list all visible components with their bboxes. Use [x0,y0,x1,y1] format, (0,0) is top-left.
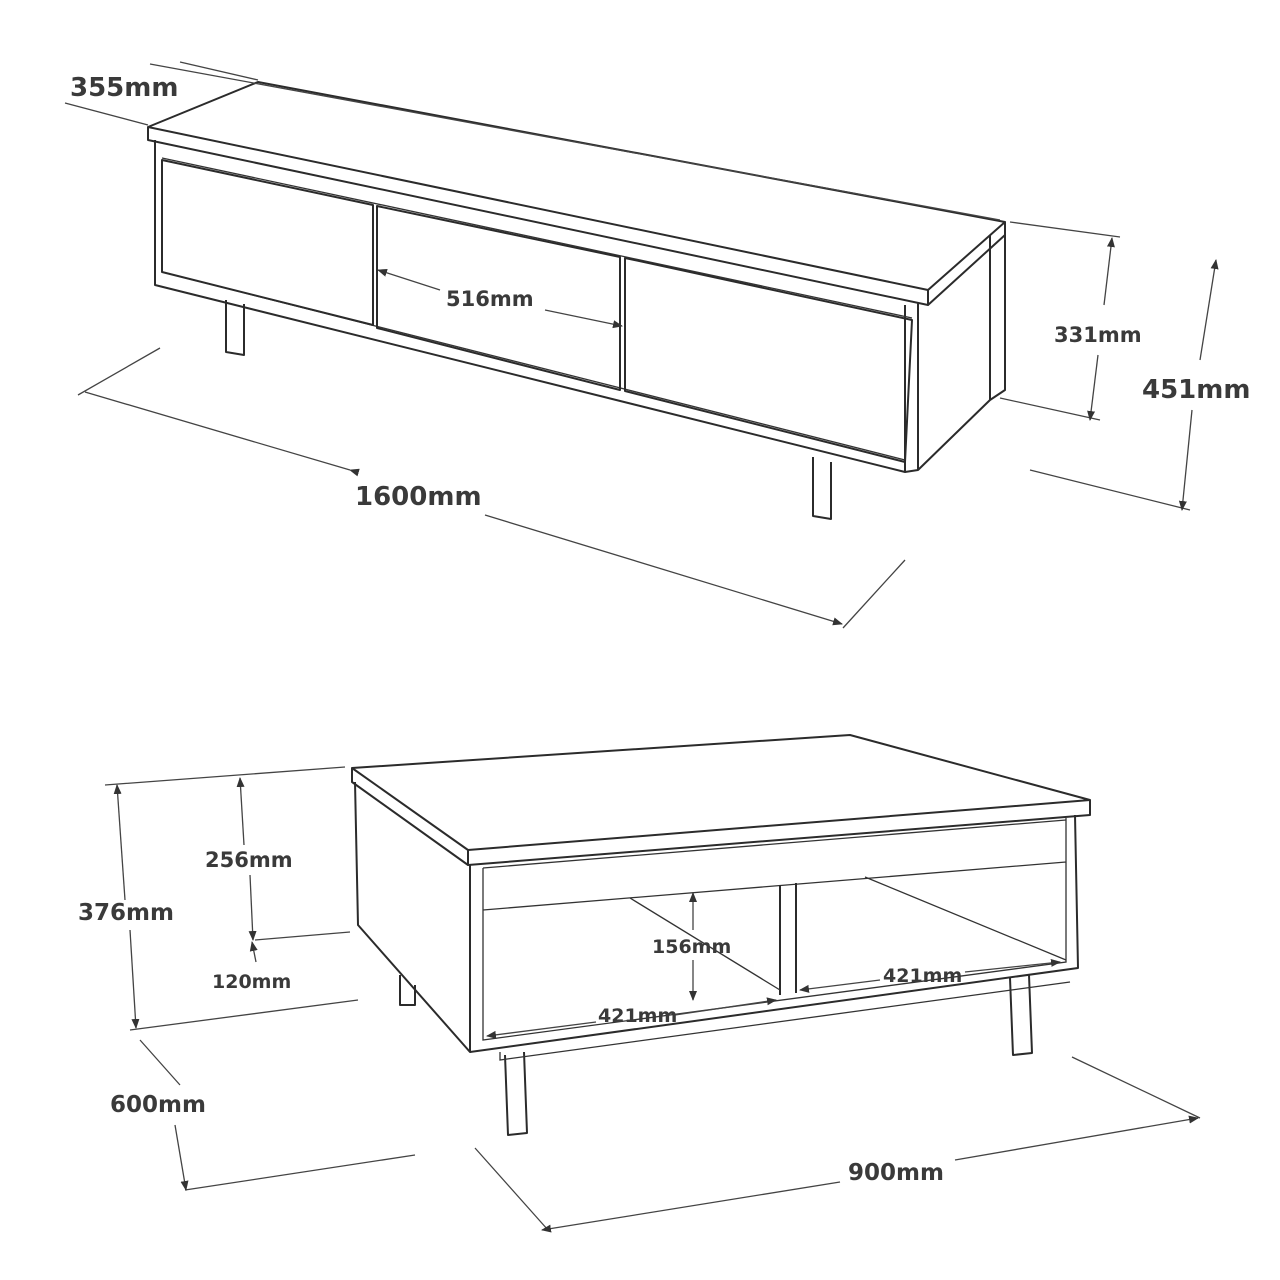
tv-drawer-width-label: 516mm [446,287,534,311]
table-inner-frame [482,818,1067,1041]
table-right-compartment-width-label: 421mm [883,965,962,987]
tv-body-height-label: 331mm [1054,323,1142,347]
tv-total-height-label: 451mm [1142,375,1250,405]
table-leg-height-label: 120mm [212,971,291,993]
table-top-drawer [482,819,1067,869]
table-back-left-leg [399,975,416,1006]
coffee-table [351,734,1091,1136]
tv-middle-drawer [376,205,621,391]
tv-right-leg [812,457,832,520]
tv-right-side [904,235,1006,473]
table-front-right-leg [1009,974,1033,1056]
tv-width-label: 1600mm [355,482,482,512]
tv-dimensions: 355mm 1600mm 516mm 331mm 451mm [64,61,1250,629]
tv-inner-rail [161,157,913,319]
table-top-surface [351,734,1091,851]
table-left-compartment-width-label: 421mm [598,1005,677,1027]
tv-right-door [624,257,913,463]
table-shelf-back [629,876,1067,991]
tv-left-side [154,140,906,473]
table-total-height-label: 376mm [78,900,174,926]
tv-unit [147,81,1006,520]
tv-top-surface [147,81,1006,291]
table-leg-rail [499,981,1071,1061]
table-depth-label: 600mm [110,1092,206,1118]
table-upper-height-label: 256mm [205,848,293,872]
tv-left-leg [225,300,245,356]
tv-left-door [161,159,374,326]
table-divider [779,883,797,995]
table-dimensions: 376mm 256mm 120mm 156mm 421mm 421mm 600m… [78,766,1201,1233]
tv-top-front-edge [147,127,929,306]
table-front-frame [469,814,1079,1053]
table-width-label: 900mm [848,1160,944,1186]
tv-depth-label: 355mm [70,73,178,103]
table-shelf-height-label: 156mm [652,936,731,958]
table-left-side [354,781,471,1053]
table-top-edge [351,768,1091,866]
tv-right-top-edge [927,222,1006,306]
table-front-left-leg [504,1051,528,1136]
